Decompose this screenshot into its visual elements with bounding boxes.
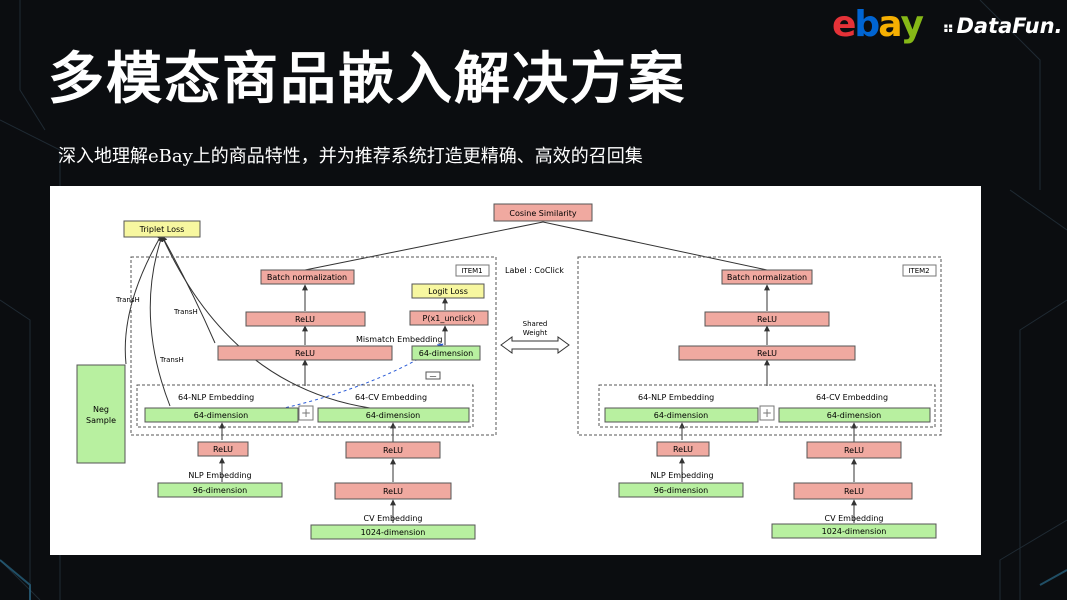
ebay-logo-e: e xyxy=(832,4,856,45)
datafun-text: DataFun. xyxy=(956,14,1063,38)
logit-loss-label: Logit Loss xyxy=(428,287,468,296)
item1-relu-mid-label: ReLU xyxy=(295,349,315,358)
item1-nlp-embedding-label: NLP Embedding xyxy=(188,471,251,480)
ebay-logo-b: b xyxy=(854,4,880,45)
item2-nlp-embedding-label: NLP Embedding xyxy=(650,471,713,480)
item2-nlp-relu-label: ReLU xyxy=(673,445,693,454)
shared-weight-label-2: Weight xyxy=(523,329,548,337)
item1-tag: ITEM1 xyxy=(461,267,482,275)
item2-relu-top-label: ReLU xyxy=(757,315,777,324)
item1-cv-relu1-label: ReLU xyxy=(383,446,403,455)
item2-cv-relu1-label: ReLU xyxy=(844,446,864,455)
datafun-dots-icon: ⠶ xyxy=(942,18,955,37)
diagram-panel: Cosine Similarity Triplet Loss Neg Sampl… xyxy=(50,186,981,555)
ebay-logo-a: a xyxy=(878,4,902,45)
shared-weight-arrow xyxy=(500,336,570,354)
item2-nlp64-label: 64-NLP Embedding xyxy=(638,393,714,402)
triplet-loss-label: Triplet Loss xyxy=(139,225,185,234)
ebay-logo-y: y xyxy=(900,4,925,45)
mismatch-dim-label: 64-dimension xyxy=(419,349,474,358)
item1-cv-relu2-label: ReLU xyxy=(383,487,403,496)
item2-batchnorm-label: Batch normalization xyxy=(727,273,807,282)
item1-plus-label: + xyxy=(301,406,311,420)
item1-cv64-label: 64-CV Embedding xyxy=(355,393,427,402)
p-unclick-label: P(x1_unclick) xyxy=(423,314,476,323)
item2-cv-embedding-label: CV Embedding xyxy=(825,514,884,523)
item2-cv64-label: 64-CV Embedding xyxy=(816,393,888,402)
item1-nlp96-label: 96-dimension xyxy=(193,486,248,495)
page-title: 多模态商品嵌入解决方案 xyxy=(48,47,686,112)
item2-tag: ITEM2 xyxy=(908,267,929,275)
transh-label-2: TransH xyxy=(173,308,198,316)
item2-cv-relu2-label: ReLU xyxy=(844,487,864,496)
containers xyxy=(130,256,942,436)
transh-label-1: TransH xyxy=(115,296,140,304)
item2-plus-label: + xyxy=(762,406,772,420)
datafun-logo: ⠶DataFun. xyxy=(942,14,1063,38)
shared-weight-label-1: Shared xyxy=(523,320,548,328)
item1-relu-top-label: ReLU xyxy=(295,315,315,324)
mismatch-embedding-label: Mismatch Embedding xyxy=(356,335,443,344)
item2-cv-dim-label: 64-dimension xyxy=(827,411,882,420)
architecture-diagram: Cosine Similarity Triplet Loss Neg Sampl… xyxy=(76,203,942,540)
item1-nlp-dim-label: 64-dimension xyxy=(194,411,249,420)
minus-label: — xyxy=(430,372,437,380)
transh-label-3: TransH xyxy=(159,356,184,364)
page-subtitle: 深入地理解eBay上的商品特性，并为推荐系统打造更精确、高效的召回集 xyxy=(58,146,643,167)
neg-sample-label-1: Neg xyxy=(93,405,109,414)
ebay-logo: ebay xyxy=(832,4,925,45)
item1-batchnorm-label: Batch normalization xyxy=(267,273,347,282)
item2-relu-mid-label: ReLU xyxy=(757,349,777,358)
item2-nlp-dim-label: 64-dimension xyxy=(654,411,709,420)
item1-nlp64-label: 64-NLP Embedding xyxy=(178,393,254,402)
item2-nlp96-label: 96-dimension xyxy=(654,486,709,495)
item1-nlp-relu-label: ReLU xyxy=(213,445,233,454)
neg-sample-label-2: Sample xyxy=(86,416,116,425)
item1-cv-embedding-label: CV Embedding xyxy=(364,514,423,523)
label-coclick: Label : CoClick xyxy=(505,266,564,275)
item1-cv-dim-label: 64-dimension xyxy=(366,411,421,420)
item2-cv1024-label: 1024-dimension xyxy=(822,527,887,536)
cosine-similarity-label: Cosine Similarity xyxy=(509,209,576,218)
item1-cv1024-label: 1024-dimension xyxy=(361,528,426,537)
